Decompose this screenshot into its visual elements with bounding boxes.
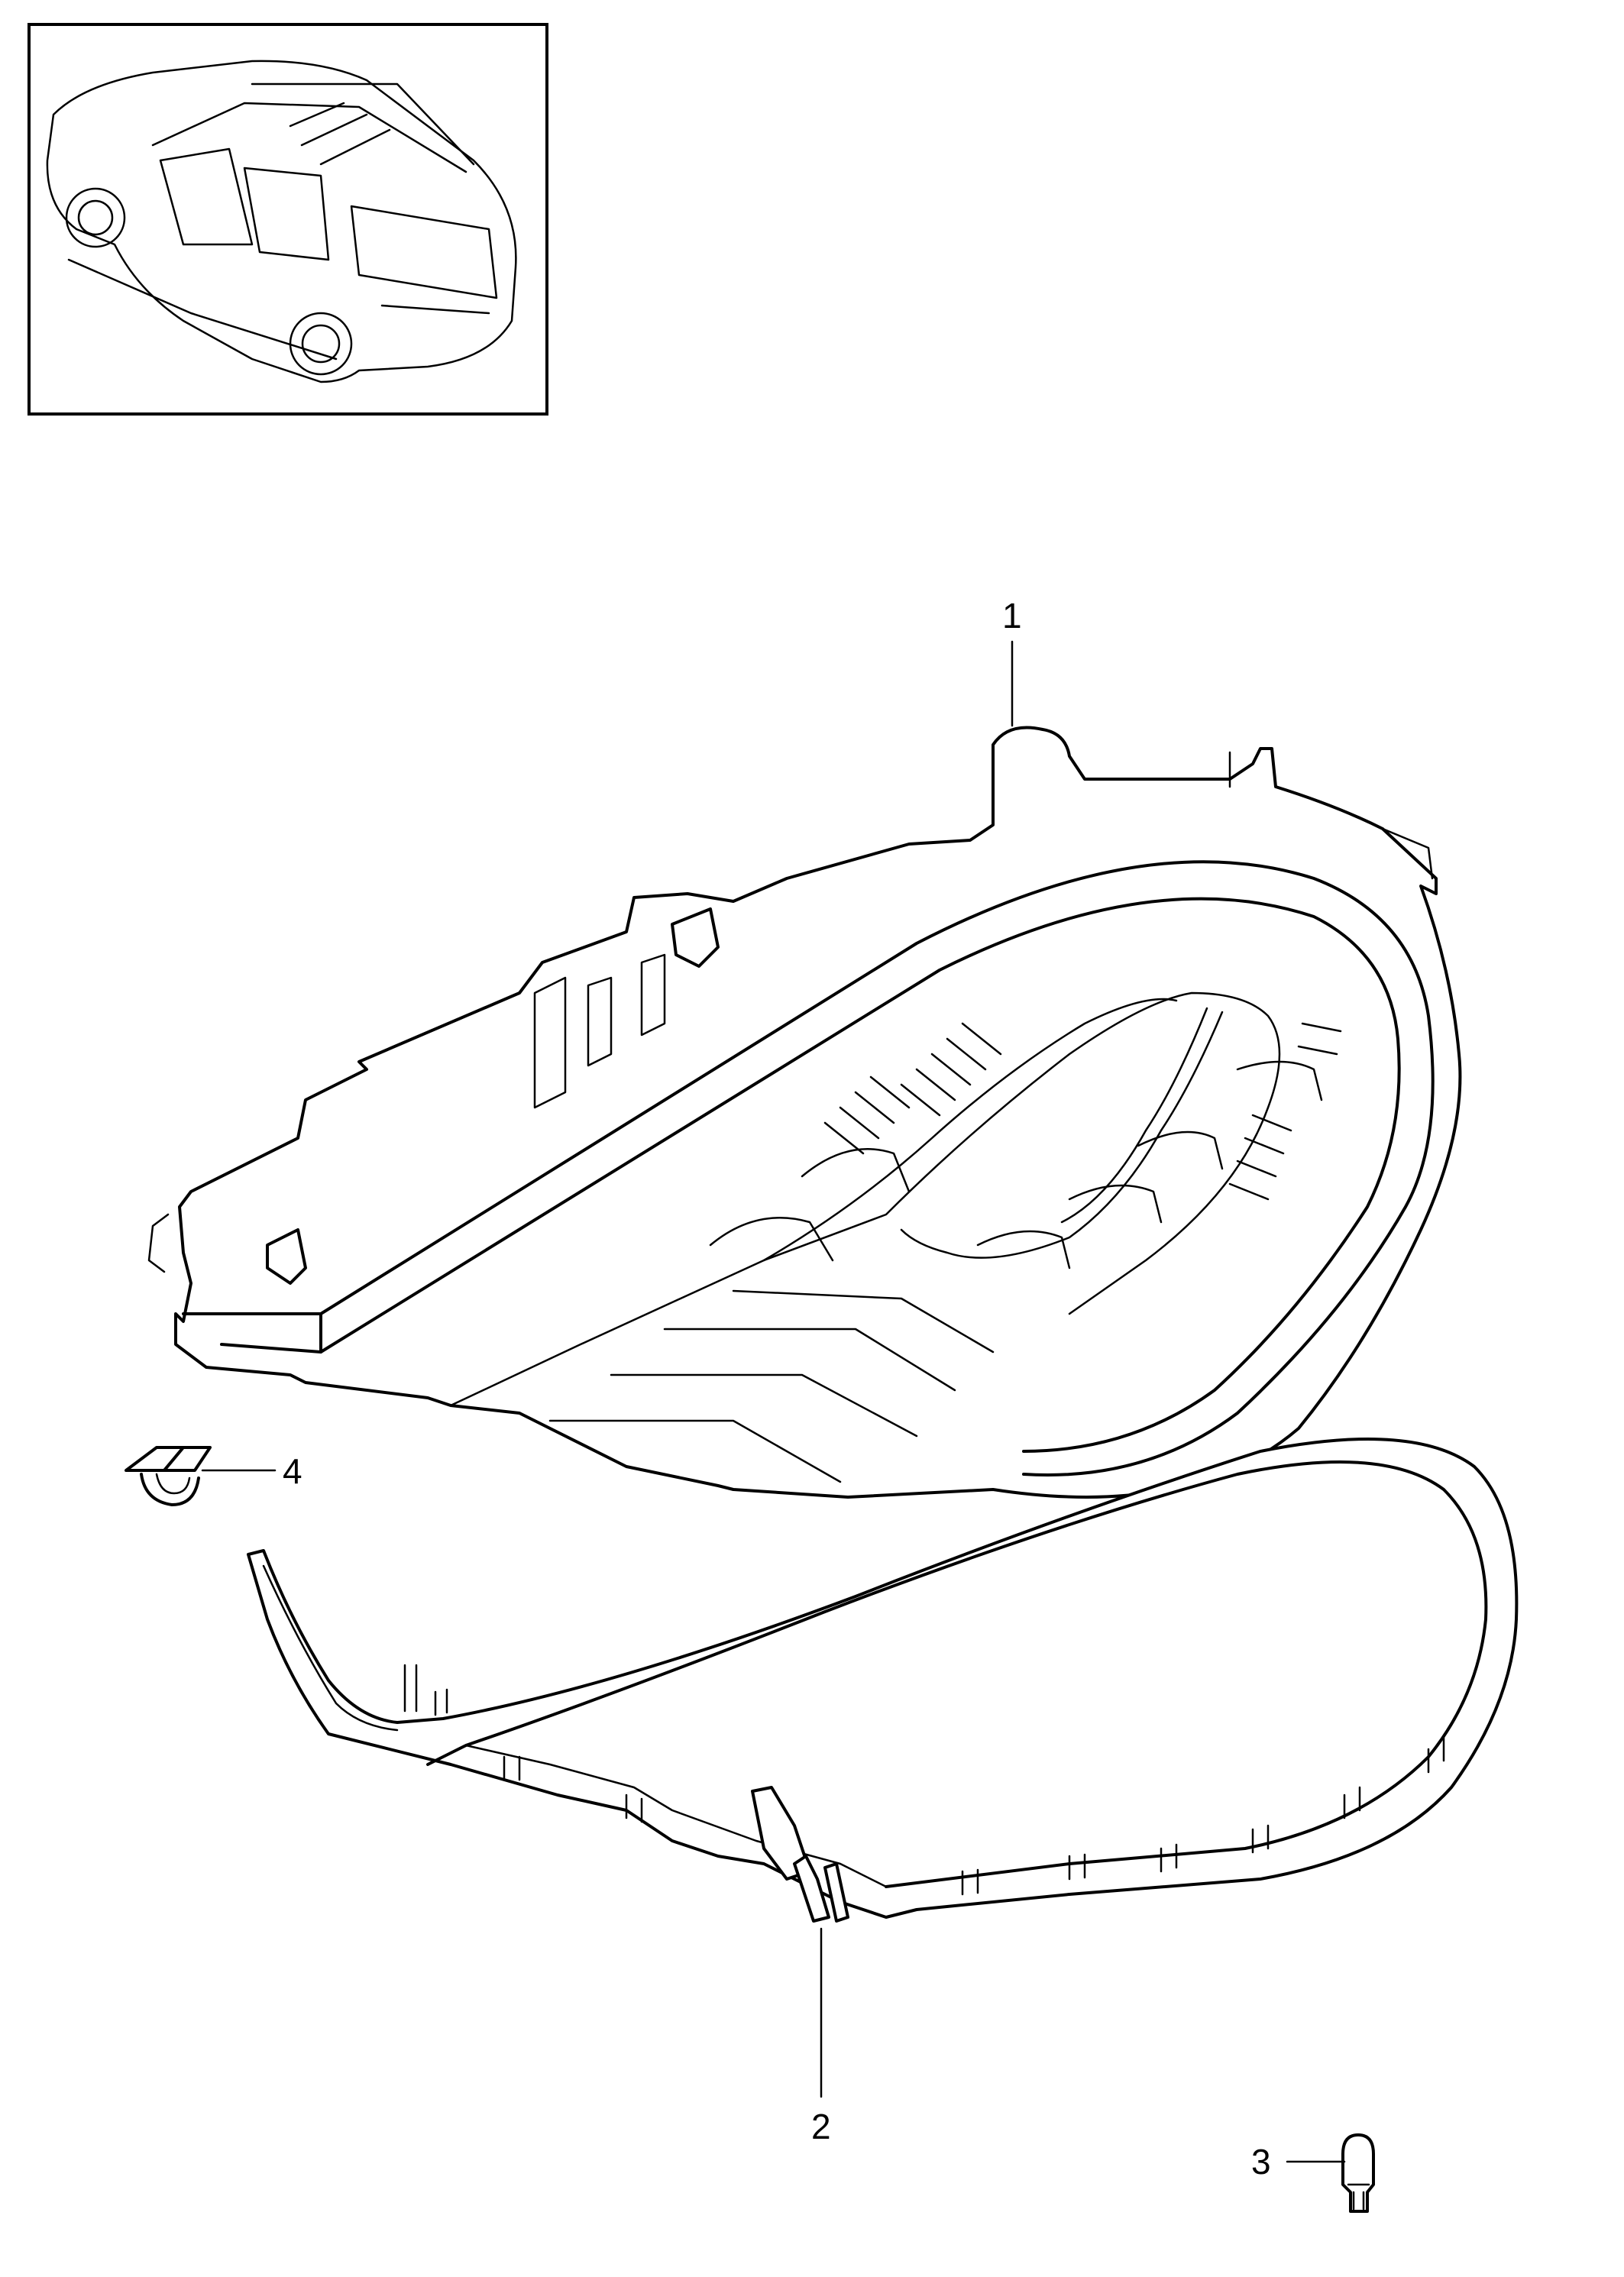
- leader-lines: [201, 640, 1346, 2163]
- callout-3: 3: [1251, 2142, 1271, 2182]
- bulb[interactable]: [1341, 2133, 1375, 2213]
- trim-gasket[interactable]: [247, 1438, 1519, 1923]
- callout-2: 2: [811, 2107, 831, 2146]
- clip[interactable]: [125, 1446, 212, 1506]
- vehicle-illustration: [46, 60, 517, 383]
- inset-frame: [27, 23, 548, 416]
- vehicle-overview-inset: [27, 23, 548, 416]
- tail-light-housing[interactable]: [147, 726, 1462, 1499]
- callout-4: 4: [283, 1451, 302, 1491]
- callout-1: 1: [1002, 596, 1022, 636]
